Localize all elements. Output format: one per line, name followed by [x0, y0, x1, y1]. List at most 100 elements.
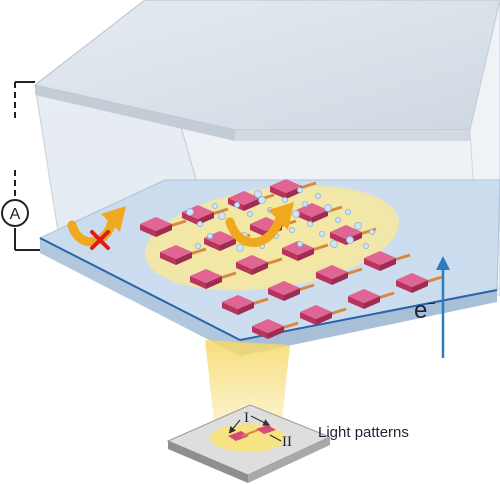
pad-connector: [345, 267, 363, 276]
electrode-pad-edge: [312, 210, 328, 223]
electrode-pad: [252, 319, 284, 333]
gas-bubble: [318, 230, 325, 237]
pad-connector: [297, 283, 315, 292]
electrode-pad-edge: [156, 224, 172, 237]
pad-connector: [189, 247, 207, 256]
pad-connector: [251, 297, 269, 306]
electrode-pad-edge: [364, 296, 380, 309]
electrode-pad: [228, 191, 260, 205]
electrode-pad-edge: [206, 276, 222, 289]
gas-bubble: [314, 192, 321, 199]
gas-bubble: [288, 226, 295, 233]
electrode-pad: [160, 245, 192, 259]
pad-connector: [219, 271, 237, 280]
electrode-pad-side: [236, 262, 252, 275]
light-patterns-label: Light patterns: [318, 424, 409, 441]
electrode-pad-side: [348, 296, 364, 309]
pad-connector: [377, 291, 395, 300]
gas-bubble: [218, 212, 226, 220]
light-pattern-chip: [166, 404, 332, 483]
electrode-pad-edge: [198, 212, 214, 225]
electrode-pad-side: [182, 212, 198, 225]
electrode-pad-edge: [220, 238, 236, 251]
blocked-cross-icon: [90, 230, 110, 250]
electrode-pad-side: [396, 280, 412, 293]
electron-flow-arrow-icon: [436, 256, 450, 358]
electrode-pad: [140, 217, 172, 231]
electrode-pad: [282, 241, 314, 255]
pad-connector: [169, 219, 187, 228]
electrode-pad-side: [282, 248, 298, 261]
gas-bubble: [206, 232, 213, 239]
electrode-pad: [190, 269, 222, 283]
electrode-pad-side: [300, 312, 316, 325]
electrode-pad-side: [296, 210, 312, 223]
circuit-wire: [14, 81, 40, 251]
electrode-pad: [330, 225, 362, 239]
reaction-arrow-icon: [225, 202, 294, 247]
pad-connector: [299, 181, 317, 190]
electrode-pad: [270, 179, 302, 193]
gas-bubble: [301, 200, 308, 207]
electrode-pad-side: [140, 224, 156, 237]
electrode-pad-side: [250, 224, 266, 237]
electrode-pad: [236, 255, 268, 269]
electron-label: e−: [414, 295, 436, 324]
electrode-pad-side: [252, 326, 268, 339]
electrode-pad-side: [364, 258, 380, 271]
electrode-pad: [316, 265, 348, 279]
electrode-pad-side: [316, 272, 332, 285]
pad-connector: [329, 307, 347, 316]
gas-bubble: [281, 196, 288, 203]
electrode-pad-edge: [268, 326, 284, 339]
electrode-pad-side: [222, 302, 238, 315]
gas-bubble: [344, 208, 351, 215]
gas-bubble: [186, 208, 194, 216]
gas-bubble: [362, 242, 369, 249]
gas-bubble: [258, 196, 266, 204]
pad-connector: [425, 275, 443, 284]
electrode-pad: [364, 251, 396, 265]
electrode-pad-edge: [298, 248, 314, 261]
electrode-pad-side: [330, 232, 346, 245]
gas-bubble: [196, 220, 203, 227]
gas-bubble: [211, 202, 218, 209]
gas-bubble: [296, 186, 303, 193]
gas-bubble: [292, 210, 300, 218]
ammeter-icon: A: [1, 199, 29, 227]
pad-connector: [211, 207, 229, 216]
electrode-pad-side: [204, 238, 220, 251]
pad-connector: [311, 243, 329, 252]
pad-connector: [265, 257, 283, 266]
electrode-pad-edge: [412, 280, 428, 293]
electrode-pad-edge: [284, 288, 300, 301]
electrode-pad-edge: [252, 262, 268, 275]
gas-bubble: [324, 204, 332, 212]
electrode-pad-edge: [316, 312, 332, 325]
gas-bubble: [306, 220, 313, 227]
electrode-pad-side: [190, 276, 206, 289]
electrode-pad: [222, 295, 254, 309]
gas-bubble: [194, 242, 201, 249]
region-arrows: [228, 415, 282, 442]
electrode-pad-side: [160, 252, 176, 265]
gas-bubble: [346, 236, 354, 244]
gas-bubble: [246, 210, 253, 217]
electrode-pad-side: [270, 186, 286, 199]
region-one-label: I: [244, 410, 249, 426]
gas-bubble: [236, 244, 244, 252]
pad-connector: [281, 321, 299, 330]
gas-bubble: [233, 201, 240, 208]
gas-bubble: [296, 240, 303, 247]
electrode-pad-edge: [380, 258, 396, 271]
ammeter-label: A: [10, 206, 21, 223]
reaction-arrow-icon: [67, 206, 126, 247]
electrode-pad-edge: [244, 198, 260, 211]
gas-bubble: [354, 222, 362, 230]
electrode-pad: [268, 281, 300, 295]
gas-bubble: [330, 240, 338, 248]
electrode-pad-side: [268, 288, 284, 301]
gas-bubble: [254, 190, 262, 198]
electrode-pad-edge: [238, 302, 254, 315]
